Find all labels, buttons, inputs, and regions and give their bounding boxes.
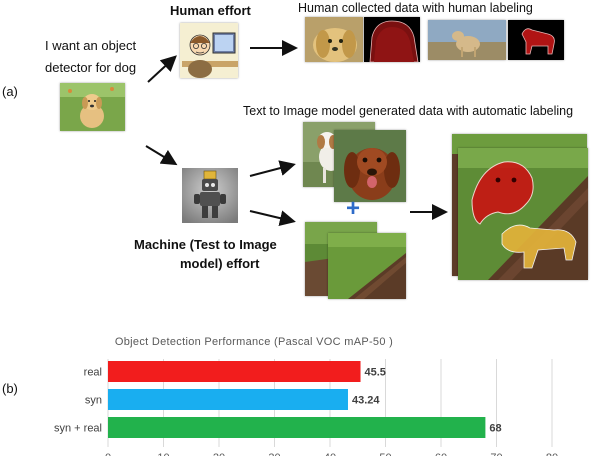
x-tick-label: 20 [213,452,225,456]
bar-value-label: 43.24 [352,395,380,407]
robot-machine-image [182,168,238,223]
generated-dog-photo-front [334,130,406,202]
category-label: real [84,367,102,379]
bar-value-label: 45.5 [365,367,386,379]
human-mask-2 [508,20,564,60]
arrow-to-human [147,55,177,83]
human-dog-photo-2 [428,20,506,60]
request-text-line2: detector for dog [45,60,137,75]
diagram-arrows [145,40,448,227]
category-label: syn + real [54,423,102,435]
arrow-to-machine [145,145,178,166]
machine-effort-line1: Machine (Test to Image [134,237,277,252]
bar-syn [108,389,348,410]
x-tick-label: 50 [379,452,391,456]
x-tick-label: 40 [324,452,336,456]
request-text-line1: I want an object [45,38,137,53]
input-dog-photo [60,83,125,131]
panel-a-label: (a) [2,84,18,99]
arrow-machine-to-backgrounds [249,210,296,227]
x-tick-label: 10 [157,452,169,456]
x-tick-label: 30 [268,452,280,456]
plus-symbol: + [346,195,361,222]
x-tick-label: 0 [105,452,111,456]
x-tick-label: 70 [490,452,502,456]
human-effort-label: Human effort [170,3,251,18]
human-mask-1 [364,17,420,62]
panel-b-label: (b) [2,381,18,396]
bar-value-label: 68 [489,423,501,435]
composited-result-front [458,148,588,280]
chart-title: Object Detection Performance (Pascal VOC… [115,336,393,348]
arrow-machine-to-dogs [249,160,296,177]
t2i-caption: Text to Image model generated data with … [243,104,574,118]
x-tick-label: 80 [546,452,558,456]
human-worker-cartoon [180,23,238,78]
generated-background-photo-front [328,233,406,299]
human-dog-photo-1 [305,17,363,62]
bar-real [108,361,361,382]
human-data-caption: Human collected data with human labeling [298,1,533,15]
machine-effort-line2: model) effort [180,256,260,271]
bar-syn-real [108,417,486,438]
detection-performance-chart: Object Detection Performance (Pascal VOC… [54,336,558,456]
category-label: syn [85,395,102,407]
x-tick-label: 60 [435,452,447,456]
